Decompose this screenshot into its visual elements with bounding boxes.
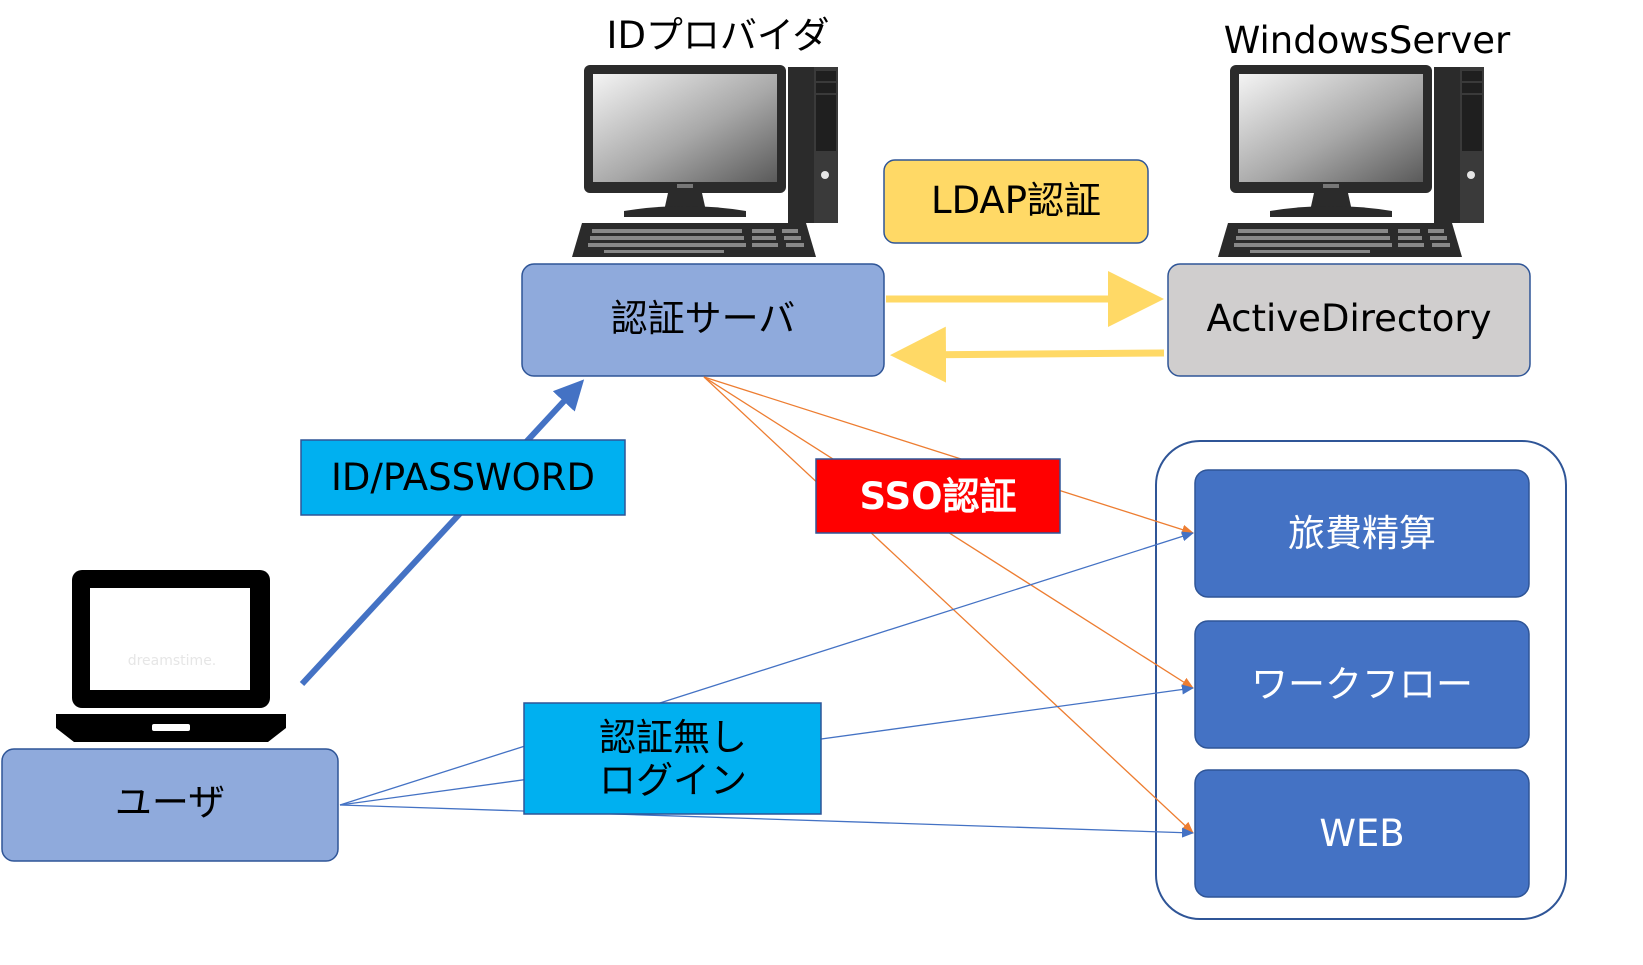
ldap-response-arrow [890,326,1165,383]
active-directory-label: ActiveDirectory [1207,297,1492,340]
no-auth-login-label-line1: 認証無し [599,716,747,759]
id-password-label: ID/PASSWORD [331,456,595,499]
no-auth-login-label-line2: ログイン [599,759,747,802]
no-auth-line-web [339,804,1194,838]
sso-line-web [703,376,1194,834]
windows-server-label: WindowsServer [1224,19,1511,62]
ldap-auth-label-box [883,159,1149,244]
travel-expense-app-box[interactable] [1194,469,1530,598]
laptop-watermark: dreamstime. [128,653,217,669]
no-auth-login-label-box [523,702,822,815]
workflow-app-label: ワークフロー [1251,663,1473,706]
user-box [1,748,339,862]
web-app-box[interactable] [1194,769,1530,898]
auth-server-label: 認証サーバ [611,297,796,340]
desktop-computer-icon [572,65,838,257]
web-app-label: WEB [1319,812,1404,855]
id-password-label-box [300,439,626,516]
workflow-app-box[interactable] [1194,620,1530,749]
sso-auth-label-box [815,458,1061,534]
active-directory-box [1167,263,1531,377]
no-auth-line-travel [339,531,1194,806]
travel-expense-app-label: 旅費精算 [1288,512,1436,555]
sso-auth-label: SSO認証 [859,475,1016,518]
auth-server-box [521,263,885,377]
user-label: ユーザ [115,781,225,824]
id-provider-label: IDプロバイダ [607,14,830,57]
desktop-computer-icon [1218,65,1484,257]
sso-line-travel [703,376,1194,535]
login-arrow [299,379,585,687]
laptop-icon: dreamstime. [56,570,286,742]
ldap-auth-label: LDAP認証 [931,179,1101,222]
